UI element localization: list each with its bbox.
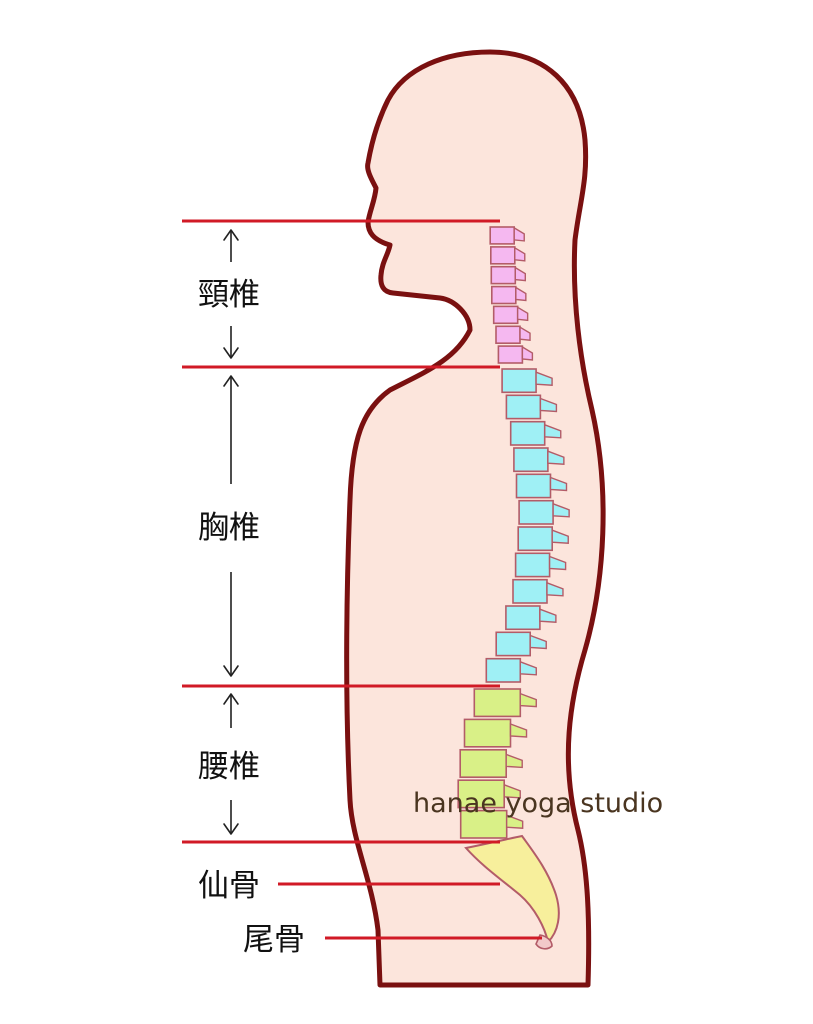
cervical-process-4 (515, 286, 527, 302)
thoracic-vertebra-5 (515, 473, 552, 499)
lumbar-process-3 (505, 753, 523, 769)
lumbar-vertebra-1 (473, 688, 522, 718)
cervical-arrows (223, 229, 239, 359)
thoracic-vertebra-1 (501, 368, 537, 394)
lumbar-vertebra-4 (457, 779, 506, 809)
cervical-vertebra-1 (489, 226, 516, 245)
lumbar-process-1 (519, 692, 537, 708)
body-silhouette (344, 49, 606, 988)
thoracic-vertebra-11 (495, 631, 532, 657)
thoracic-vertebra-3 (509, 420, 546, 446)
cervical-process-6 (519, 325, 531, 341)
lumbar-vertebra-2 (463, 718, 512, 748)
thoracic-label: 胸椎 (198, 510, 260, 546)
lumbar-process-5 (505, 814, 524, 829)
cervical-vertebra-3 (490, 265, 517, 285)
watermark-text: hanae yoga studio (413, 788, 663, 819)
thoracic-arrows (223, 375, 239, 677)
thoracic-vertebra-10 (505, 605, 541, 631)
thoracic-process-3 (544, 423, 562, 439)
cervical-process-1 (513, 226, 525, 242)
thoracic-process-1 (535, 371, 553, 386)
cervical-process-3 (514, 266, 527, 282)
cervical-process-2 (514, 246, 526, 262)
vertebrae-group (457, 226, 570, 839)
cervical-label: 頸椎 (198, 277, 260, 313)
cervical-vertebra-7 (497, 345, 524, 364)
cervical-process-5 (516, 306, 529, 322)
cervical-vertebra-4 (490, 285, 517, 305)
thoracic-vertebra-12 (485, 657, 522, 683)
thoracic-vertebra-9 (512, 578, 548, 604)
thoracic-process-8 (548, 555, 567, 571)
thoracic-vertebra-2 (505, 394, 542, 420)
thoracic-process-12 (519, 660, 537, 676)
thoracic-vertebra-4 (513, 447, 549, 473)
thoracic-process-11 (529, 634, 547, 650)
cervical-vertebra-2 (489, 246, 516, 265)
thoracic-process-4 (547, 450, 565, 465)
thoracic-vertebra-7 (517, 526, 554, 552)
thoracic-process-6 (552, 502, 570, 518)
thoracic-process-10 (539, 608, 557, 623)
cervical-vertebra-6 (495, 325, 521, 344)
thoracic-process-7 (551, 529, 569, 544)
lumbar-arrows (223, 693, 239, 835)
lumbar-vertebra-3 (459, 748, 508, 778)
cervical-process-7 (521, 345, 534, 361)
thoracic-process-2 (539, 397, 558, 413)
lumbar-label: 腰椎 (198, 749, 260, 785)
thoracic-process-9 (546, 581, 564, 597)
lumbar-process-2 (509, 722, 528, 738)
sacrum-label: 仙骨 (198, 868, 260, 904)
thoracic-vertebra-8 (514, 552, 551, 578)
boundary-lines (182, 219, 542, 940)
thoracic-process-5 (549, 476, 568, 492)
lumbar-process-4 (503, 783, 521, 799)
cervical-vertebra-5 (492, 305, 519, 325)
coccyx-label: 尾骨 (243, 922, 305, 958)
sacrum-shape (464, 834, 560, 945)
thoracic-vertebra-6 (518, 499, 554, 525)
